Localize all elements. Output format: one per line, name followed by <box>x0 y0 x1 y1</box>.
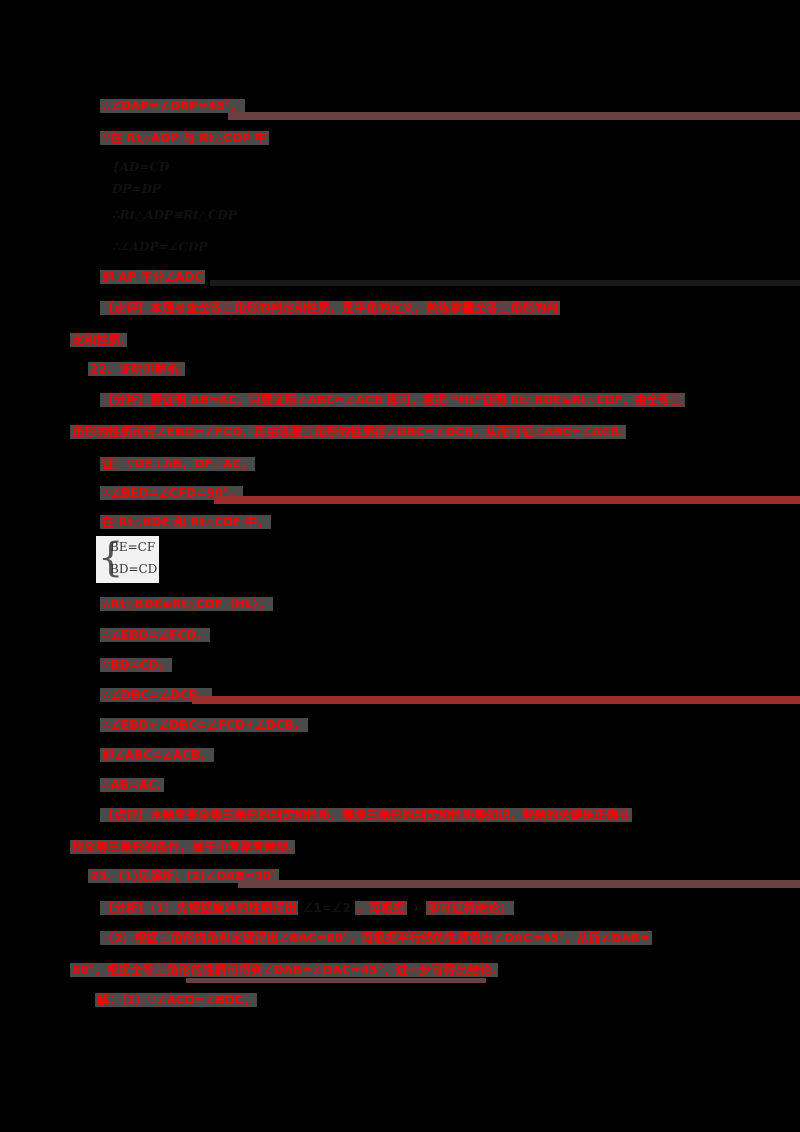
comment-line: 找全等三角形的条件，属于中考常考题型. <box>70 840 295 854</box>
brace-icon: { <box>98 535 124 581</box>
analysis-line: （2）根据三角形内角和定理得出∠BAC=60°，再根据平行线的性质得出∠DAC=… <box>100 931 652 945</box>
question-heading: 22、证明见解析. <box>88 362 186 376</box>
formula-line: {AD=CD <box>112 160 170 174</box>
text-line: 即 AP 平分∠ADC <box>100 270 206 284</box>
proof-line: 即∠ABC=∠ACB， <box>100 748 215 762</box>
text-line: ∵在 Rt△ADP 与 Rt△CDP 中 <box>100 131 270 145</box>
comment-line: 【点评】本题考查全等三角形的判定和性质，是平角的定义，熟练掌握全等三角形的判 <box>100 301 561 315</box>
formula-line: ∴∠ADP=∠CDP <box>112 240 208 254</box>
analysis-line: 【分析】（1）先根据旋转的性质得出 ∠1=∠2 ，再根据 ① 即可证得结论； <box>100 901 514 915</box>
formula-line: DP=DP <box>112 182 161 196</box>
proof-line: ∴∠EBD=∠FCD， <box>100 628 211 642</box>
formula-inline: ∠1=∠2 <box>298 901 355 915</box>
question-heading: 23、(1)见解析；(2)∠DAB=30° <box>88 869 280 883</box>
horizontal-rule <box>214 496 800 504</box>
horizontal-rule <box>238 880 800 888</box>
proof-line: 在 Rt△BDE 和 Rt△CDF 中， <box>100 515 272 529</box>
proof-line: ∴AB=AC. <box>100 778 164 792</box>
formula-line: ∴Rt△ADP≌Rt△CDP <box>112 208 237 222</box>
horizontal-rule <box>186 978 486 983</box>
proof-line: 证：∵DE⊥AB，DF⊥AC， <box>100 457 256 471</box>
proof-line: ∵BD=CD， <box>100 658 173 672</box>
comment-line: 定和性质. <box>70 333 127 347</box>
formula-inline: ① <box>407 901 426 915</box>
proof-line: 解：（1）∵∠ACD=∠BDC， <box>95 993 258 1007</box>
proof-line: ∴∠BED=∠CFD=90°， <box>100 486 243 500</box>
comment-line: 【点评】本题考查全等三角形的判定和性质、等腰三角形的判定和性质等知识，解题的关键… <box>100 808 633 822</box>
analysis-line: 【分析】要证明 AB=AC，只要证明∠ABC=∠ACB 即可，根据 “HL”证明… <box>100 393 685 407</box>
horizontal-rule <box>228 112 800 120</box>
text-line: ∴∠DAP=∠DBP=45°， <box>100 99 245 113</box>
horizontal-rule <box>192 696 800 704</box>
proof-line: ∴Rt△BDE≌Rt△CDF（HL）， <box>100 597 273 611</box>
horizontal-rule <box>210 280 800 286</box>
analysis-line: 角形的性质可得∠EBD=∠FCD，再由等腰三角形的性质得∠DBC=∠DCB，从而… <box>70 425 626 439</box>
equation-system: { BE=CF BD=CD <box>96 535 159 583</box>
proof-line: ∴∠DBC=∠DCB， <box>100 688 212 702</box>
proof-line: ∴∠EBD+∠DBC=∠FCD+∠DCB， <box>100 718 308 732</box>
analysis-line: 60°，根据全等三角形的性质可得到∠DAB=∠DAC=45°，进一步可得出结论. <box>70 963 499 977</box>
